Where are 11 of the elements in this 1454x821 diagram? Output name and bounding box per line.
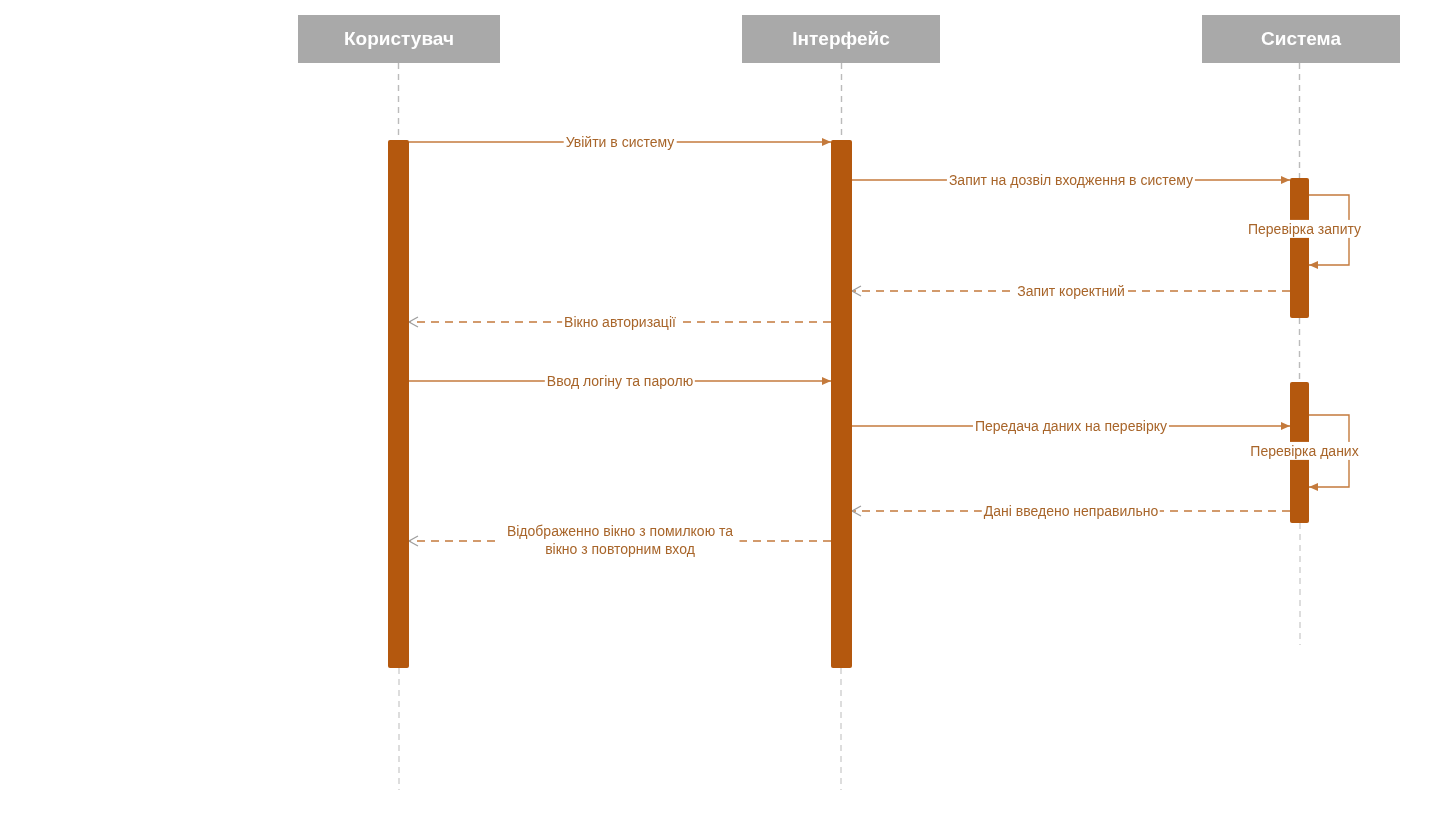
message-label: Відображенно вікно з помилкою та вікно з повторним вход (500, 521, 740, 559)
participant-header: Система (1202, 15, 1400, 63)
self-message-arrow (1308, 414, 1350, 491)
self-message-arrow (1308, 194, 1350, 269)
activation-bar (831, 140, 852, 668)
message-label: Перевірка запиту (1246, 219, 1363, 239)
lifeline (1298, 62, 1301, 179)
message-label: Перевірка даних (1248, 441, 1361, 461)
participant-header: Користувач (298, 15, 500, 63)
activation-bar (388, 140, 409, 668)
participant-header: Інтерфейс (742, 15, 940, 63)
